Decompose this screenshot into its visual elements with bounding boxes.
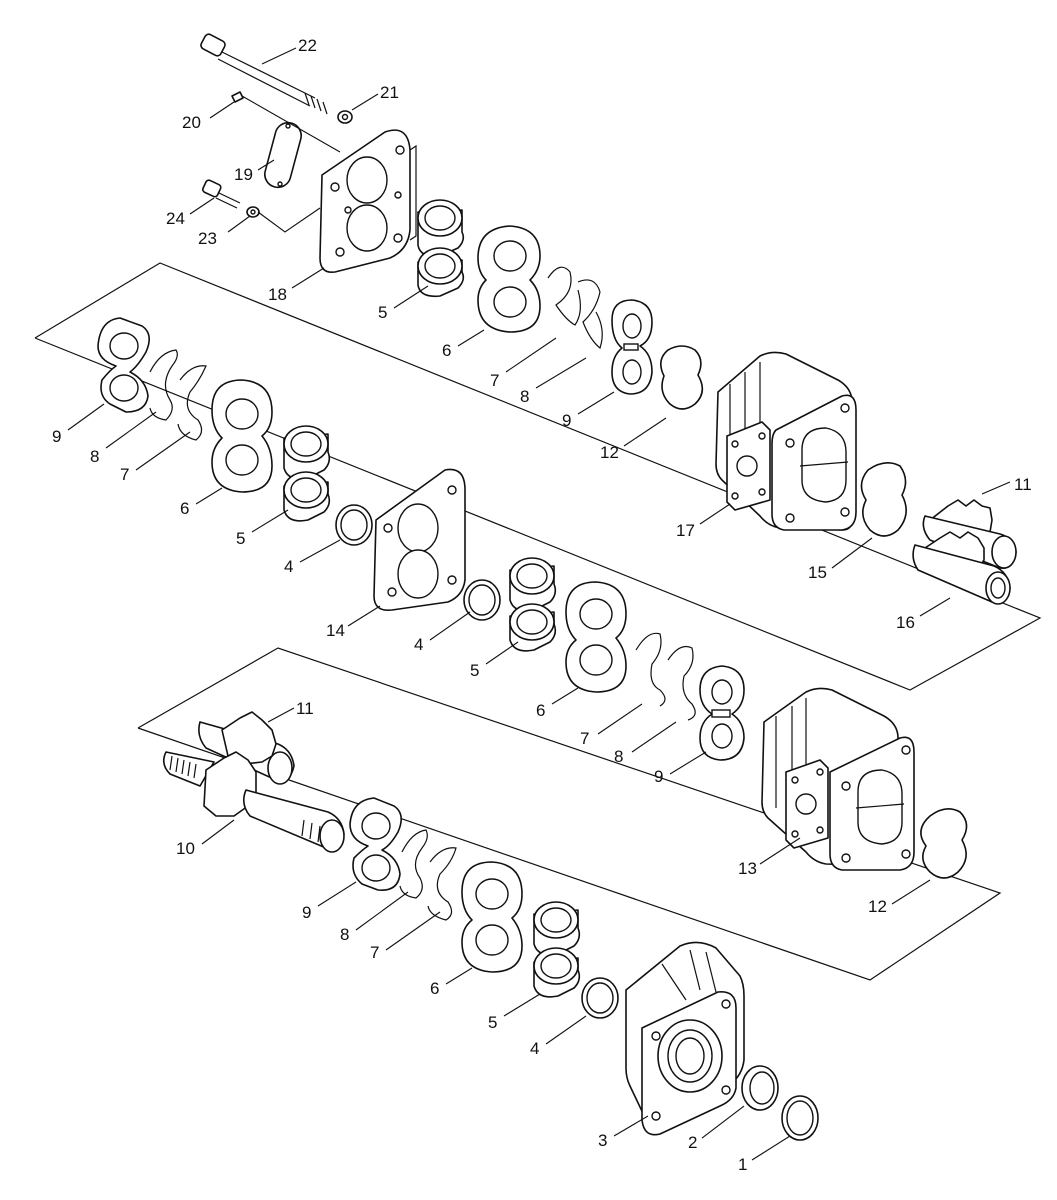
wear-plate-part-6-left — [211, 379, 273, 493]
leader-lines — [67, 47, 1011, 1161]
callout-20: 20 — [182, 113, 201, 132]
callout-6-front: 6 — [430, 979, 439, 998]
gear-housing-part-13 — [761, 687, 915, 871]
callout-9-front: 9 — [302, 903, 311, 922]
drive-gear-part-11-bottom — [198, 711, 295, 785]
lower-section-frame — [137, 647, 1002, 981]
callout-7-front: 7 — [370, 943, 379, 962]
callout-6-left: 6 — [180, 499, 189, 518]
wear-plate-part-6-top — [477, 225, 541, 333]
gasket-part-12-bottom — [920, 808, 968, 879]
backup-plate-part-9-top — [611, 299, 653, 395]
wear-plate-part-6-center — [565, 581, 627, 693]
callout-5-front: 5 — [488, 1013, 497, 1032]
driven-gear-part-16 — [912, 531, 1011, 605]
callout-4-left: 4 — [284, 557, 293, 576]
callout-5-top: 5 — [378, 303, 387, 322]
callout-11-bottom: 11 — [296, 699, 314, 718]
cover-plate-part-18 — [319, 129, 417, 274]
callout-18: 18 — [268, 285, 287, 304]
gasket-part-15 — [860, 462, 907, 537]
callout-8-left: 8 — [90, 447, 99, 466]
gasket-part-19 — [264, 121, 302, 189]
callout-6-top: 6 — [442, 341, 451, 360]
callout-labels: 22 21 20 19 24 23 18 5 6 7 8 9 12 17 15 … — [52, 36, 1032, 1174]
snap-ring-part-4-left — [335, 504, 373, 546]
bushings-part-5-left — [283, 425, 331, 522]
gasket-part-12-top — [660, 345, 704, 410]
snap-ring-part-1 — [781, 1095, 819, 1141]
small-bolt-part-24 — [201, 179, 241, 209]
bushings-part-5-front — [533, 901, 581, 998]
center-plate-part-14 — [373, 468, 466, 612]
callout-5-center: 5 — [470, 661, 479, 680]
bushings-part-5-top — [417, 199, 465, 298]
callout-22: 22 — [298, 36, 317, 55]
bushings-part-5-center — [509, 557, 557, 652]
callout-2: 2 — [688, 1133, 697, 1152]
callout-21: 21 — [380, 83, 399, 102]
callout-11-top: 11 — [1014, 475, 1032, 494]
seal-part-7-left — [177, 365, 207, 441]
callout-15: 15 — [808, 563, 827, 582]
callout-10: 10 — [176, 839, 195, 858]
callout-24: 24 — [166, 209, 185, 228]
callout-3: 3 — [598, 1131, 607, 1150]
seal-part-7-center — [635, 632, 666, 707]
snap-ring-part-4-front — [581, 977, 619, 1019]
callout-7-top: 7 — [490, 371, 499, 390]
callout-4-front: 4 — [530, 1039, 539, 1058]
seal-part-7-front — [427, 847, 457, 921]
gear-housing-part-17 — [715, 351, 857, 531]
callout-8-front: 8 — [340, 925, 349, 944]
upper-section-frame — [34, 262, 1042, 691]
backup-plate-part-9-left — [97, 317, 150, 413]
callout-5-left: 5 — [236, 529, 245, 548]
callout-7-left: 7 — [120, 465, 129, 484]
oil-seal-part-2 — [741, 1065, 779, 1111]
seal-part-8-left — [149, 349, 178, 421]
backup-plate-part-9-center — [699, 665, 745, 761]
callout-13: 13 — [738, 859, 757, 878]
callout-4-center: 4 — [414, 635, 423, 654]
callout-8-top: 8 — [520, 387, 529, 406]
callout-12-bottom: 12 — [868, 897, 887, 916]
callout-6-center: 6 — [536, 701, 545, 720]
callout-19: 19 — [234, 165, 253, 184]
seal-part-7-top — [547, 266, 581, 326]
callout-1: 1 — [738, 1155, 747, 1174]
washer-part-21 — [337, 110, 353, 124]
pin-part-20 — [231, 91, 244, 103]
long-bolt-part-22 — [200, 33, 328, 115]
seal-part-8-front — [399, 829, 428, 899]
drive-shaft-part-10 — [162, 751, 345, 853]
callout-17: 17 — [676, 521, 695, 540]
snap-ring-part-4-center — [463, 579, 501, 621]
callout-14: 14 — [326, 621, 345, 640]
callout-9-center: 9 — [654, 767, 663, 786]
washer-part-23 — [246, 206, 260, 218]
backup-plate-part-9-front — [349, 797, 402, 891]
front-cover-part-3 — [625, 941, 745, 1136]
callout-7-center: 7 — [580, 729, 589, 748]
callout-9-left: 9 — [52, 427, 61, 446]
callout-16: 16 — [896, 613, 915, 632]
callout-9-top: 9 — [562, 411, 571, 430]
callout-23: 23 — [198, 229, 217, 248]
wear-plate-part-6-front — [461, 861, 523, 973]
callout-8-center: 8 — [614, 747, 623, 766]
seal-part-8-center — [667, 645, 696, 721]
callout-12-top: 12 — [600, 443, 619, 462]
seal-part-8-top — [577, 279, 603, 350]
